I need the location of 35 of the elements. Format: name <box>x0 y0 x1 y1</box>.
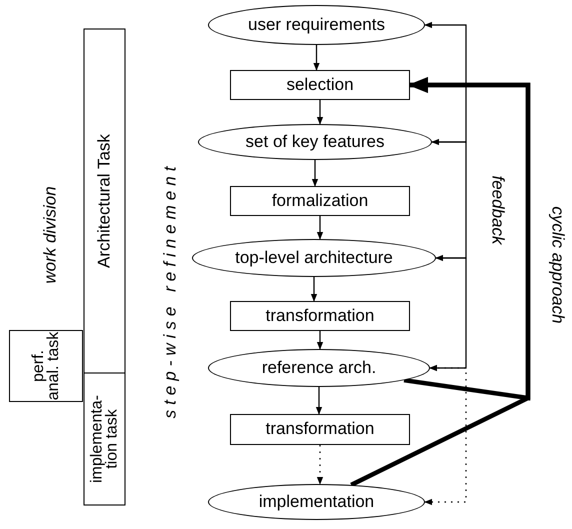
arrow <box>316 387 322 415</box>
node-label: implementation <box>258 494 374 510</box>
node-label: formalization <box>272 192 368 210</box>
node-label: transformation <box>266 421 374 438</box>
annotation-label: work division <box>40 186 60 284</box>
arrow <box>312 160 318 187</box>
node-label: reference arch. <box>262 360 376 376</box>
arrow <box>424 22 467 143</box>
arrow <box>316 331 324 350</box>
arrow <box>316 445 324 485</box>
task-bar <box>9 330 83 402</box>
node-label: implementa-tion task <box>88 393 120 485</box>
node-label: transformation <box>266 308 374 324</box>
node-label: selection <box>286 76 354 94</box>
node-label: Architectural Task <box>96 134 112 268</box>
arrow <box>316 216 324 240</box>
process-box <box>230 186 410 216</box>
arrow <box>431 138 467 259</box>
annotation-label: feedback <box>487 176 507 244</box>
node-label: perf. anal. task <box>30 331 62 401</box>
task-bar <box>83 372 125 505</box>
process-box <box>230 414 410 445</box>
annotation-label: cyclic approach <box>547 206 568 324</box>
arrow <box>316 100 324 125</box>
process-box <box>230 70 410 100</box>
arrow <box>313 45 320 71</box>
process-box <box>230 301 410 331</box>
node-label: top-level architecture <box>235 250 393 266</box>
task-bar <box>83 28 125 373</box>
node-label: user requirements <box>248 16 385 34</box>
arrow <box>424 364 467 506</box>
node-label: set of key features <box>246 134 384 150</box>
arrow <box>310 277 318 302</box>
thick-arrow <box>350 77 530 487</box>
annotation-label: step-wise refinement <box>160 162 180 418</box>
